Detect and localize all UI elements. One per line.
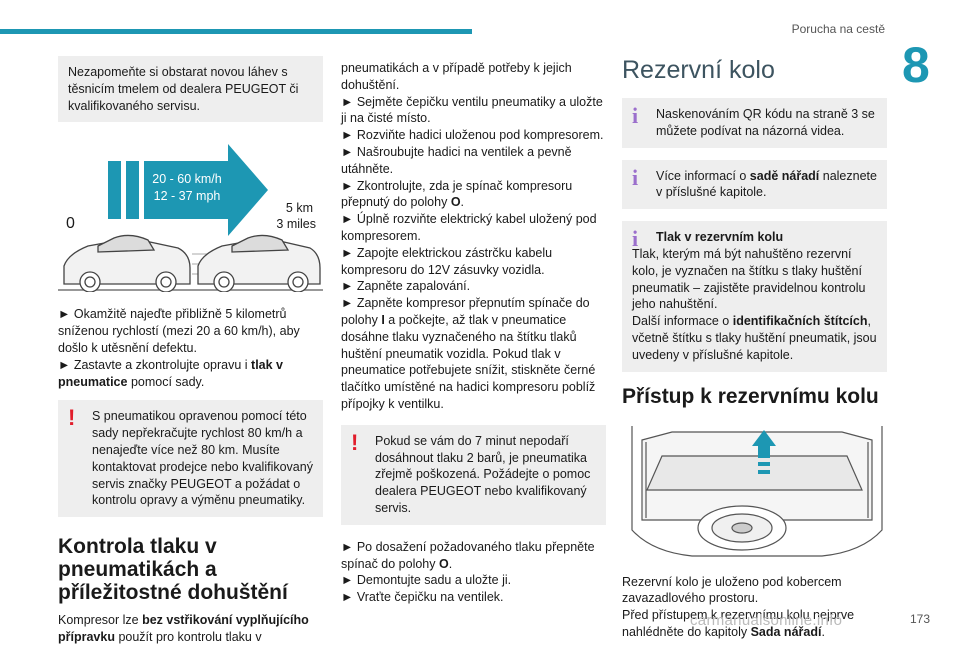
para-continue: pneumatikách a v případě potřeby k jejic… xyxy=(341,61,572,92)
speed-bar-1 xyxy=(108,161,121,220)
watermark: carmanualsonline.info xyxy=(690,612,843,629)
warning-text-2: Pokud se vám do 7 minut nepodaří dosáhno… xyxy=(375,433,591,515)
step-cable: ► Úplně rozviňte elektrický kabel uložen… xyxy=(341,212,597,243)
page-number: 173 xyxy=(909,612,930,626)
warning-box-2: ! Pokud se vám do 7 minut nepodaří dosáh… xyxy=(341,424,606,525)
speed-kmh: 20 - 60 km/h xyxy=(152,172,222,186)
lift-arrow-icon xyxy=(752,429,776,474)
info-icon: i xyxy=(632,103,639,128)
info-box-qr: i Naskenováním QR kódu na straně 3 se mů… xyxy=(622,98,887,148)
info-pressure-body: Tlak, kterým má být nahuštěno rezervní k… xyxy=(632,246,866,312)
info-qr-text: Naskenováním QR kódu na straně 3 se může… xyxy=(656,107,875,138)
info-box-pressure: i Tlak v rezervním kolu Tlak, kterým má … xyxy=(622,221,887,372)
column-2: pneumatikách a v případě potřeby k jejic… xyxy=(341,56,606,606)
trunk-illustration-svg xyxy=(631,425,883,557)
warning-text: S pneumatikou opravenou pomocí této sady… xyxy=(92,409,313,508)
car-start xyxy=(63,235,191,294)
drive-diagram: 20 - 60 km/h 12 - 37 mph 0 5 km 3 miles xyxy=(58,142,323,294)
info-pressure-title: Tlak v rezervním kolu xyxy=(656,230,784,245)
trunk-illustration xyxy=(622,420,887,558)
top-accent-bar xyxy=(0,29,472,34)
step-stop: ► Zastavte a zkontrolujte opravu i tlak … xyxy=(58,357,283,389)
chapter-number: 8 xyxy=(902,37,930,93)
access-heading: Přístup k rezervnímu kolu xyxy=(622,384,879,408)
info-tools-text: Více informací o sadě nářadí naleznete v… xyxy=(656,168,877,200)
step-cap: ► Sejměte čepičku ventilu pneumatiky a u… xyxy=(341,94,603,126)
info-icon: i xyxy=(632,164,639,190)
step-switch-o: ► Zkontrolujte, zda je spínač kompresoru… xyxy=(341,178,573,210)
step-switch-i: ► Zapněte kompresor přepnutím spínače do… xyxy=(341,296,596,411)
warning-icon: ! xyxy=(68,405,76,431)
info-icon: i xyxy=(632,226,639,252)
note-box: Nezapomeňte si obstarat novou láhev s tě… xyxy=(58,56,323,123)
speed-bar-2 xyxy=(126,161,139,220)
step-screw: ► Našroubujte hadici na ventilek a pevně… xyxy=(341,144,572,176)
car-end xyxy=(197,235,321,294)
step-hose: ► Rozviňte hadici uloženou pod kompresor… xyxy=(341,128,604,143)
distance-zero: 0 xyxy=(66,215,75,232)
speed-arrow xyxy=(144,144,268,237)
step-cap-back: ► Vraťte čepičku na ventilek. xyxy=(341,590,504,605)
heading-pressure-check: Kontrola tlaku v pneumatikách a příležit… xyxy=(58,535,288,605)
step-drive: ► Okamžitě najeďte přibližně 5 kilometrů… xyxy=(58,307,300,355)
spare-wheel-title: Rezervní kolo xyxy=(622,56,775,84)
step-ignition: ► Zapněte zapalování. xyxy=(341,279,471,294)
intro-text: Kompresor lze bez vstřikování vyplňující… xyxy=(58,613,309,644)
section-title: Porucha na cestě xyxy=(791,22,885,36)
warning-icon: ! xyxy=(351,429,359,455)
distance-miles: 3 miles xyxy=(276,217,316,231)
drive-diagram-svg: 20 - 60 km/h 12 - 37 mph 0 5 km 3 miles xyxy=(58,144,323,294)
column-3: Rezervní kolo i Naskenováním QR kódu na … xyxy=(622,56,887,641)
speed-mph: 12 - 37 mph xyxy=(154,189,221,203)
step-plug: ► Zapojte elektrickou zástrčku kabelu ko… xyxy=(341,245,553,277)
column-1: Nezapomeňte si obstarat novou láhev s tě… xyxy=(58,56,323,646)
step-after: ► Po dosažení požadovaného tlaku přepnět… xyxy=(341,539,595,571)
info-box-tools: i Více informací o sadě nářadí naleznete… xyxy=(622,159,887,210)
warning-box: ! S pneumatikou opravenou pomocí této sa… xyxy=(58,400,323,518)
info-pressure-more: Další informace o identifikačních štítcí… xyxy=(632,314,877,362)
distance-km: 5 km xyxy=(286,201,313,215)
step-remove: ► Demontujte sadu a uložte ji. xyxy=(341,573,512,588)
note-text: Nezapomeňte si obstarat novou láhev s tě… xyxy=(68,65,299,113)
access-text-1: Rezervní kolo je uloženo pod kobercem za… xyxy=(622,574,842,606)
access-text-2: Před přístupem k rezervnímu kolu nejprve… xyxy=(622,608,855,639)
